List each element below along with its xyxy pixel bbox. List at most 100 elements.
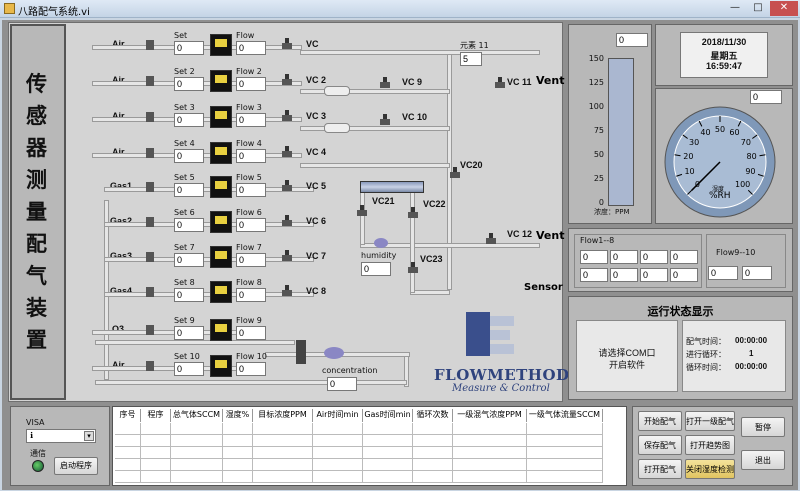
table-cell[interactable] [527, 459, 603, 471]
table-cell[interactable] [115, 423, 141, 435]
setpoint-input[interactable]: 0 [174, 326, 204, 340]
dropdown-arrow-icon[interactable]: ▾ [84, 431, 94, 441]
manual-valve-icon[interactable] [146, 40, 154, 50]
table-cell[interactable] [171, 459, 223, 471]
table-cell[interactable] [363, 435, 413, 447]
table-cell[interactable] [313, 435, 363, 447]
table-cell[interactable] [171, 435, 223, 447]
table-cell[interactable] [171, 471, 223, 483]
table-cell[interactable] [313, 459, 363, 471]
table-cell[interactable] [223, 471, 253, 483]
solenoid-valve-icon[interactable] [282, 183, 292, 191]
vc9-valve-icon[interactable] [380, 80, 390, 88]
table-cell[interactable] [223, 435, 253, 447]
start-program-button[interactable]: 启动程序 [54, 457, 98, 475]
solenoid-valve-icon[interactable] [282, 218, 292, 226]
setpoint-input[interactable]: 0 [174, 218, 204, 232]
table-cell[interactable] [141, 423, 171, 435]
manual-valve-icon[interactable] [146, 112, 154, 122]
table-cell[interactable] [453, 423, 527, 435]
table-cell[interactable] [115, 447, 141, 459]
vc11-valve-icon[interactable] [495, 80, 505, 88]
manual-valve-icon[interactable] [146, 252, 154, 262]
table-cell[interactable] [413, 459, 453, 471]
minimize-button[interactable]: — [724, 1, 746, 16]
setpoint-input[interactable]: 0 [174, 288, 204, 302]
setpoint-input[interactable]: 0 [174, 113, 204, 127]
solenoid-valve-icon[interactable] [282, 41, 292, 49]
table-cell[interactable] [313, 471, 363, 483]
manual-valve-icon[interactable] [146, 76, 154, 86]
table-cell[interactable] [223, 459, 253, 471]
flow-value: 0 [236, 113, 266, 127]
table-cell[interactable] [363, 471, 413, 483]
setpoint-input[interactable]: 0 [174, 362, 204, 376]
table-cell[interactable] [363, 459, 413, 471]
maximize-button[interactable]: □ [747, 1, 769, 16]
table-cell[interactable] [253, 423, 313, 435]
setpoint-input[interactable]: 0 [174, 253, 204, 267]
table-cell[interactable] [313, 423, 363, 435]
table-cell[interactable] [223, 423, 253, 435]
table-cell[interactable] [223, 447, 253, 459]
manual-valve-icon[interactable] [146, 182, 154, 192]
table-cell[interactable] [141, 435, 171, 447]
vc20-valve-icon[interactable] [450, 170, 460, 178]
table-cell[interactable] [527, 447, 603, 459]
table-cell[interactable] [253, 447, 313, 459]
vc22-valve-icon[interactable] [408, 210, 418, 218]
close-button[interactable]: ✕ [770, 1, 798, 16]
table-cell[interactable] [527, 435, 603, 447]
table-cell[interactable] [253, 435, 313, 447]
vc21-valve-icon[interactable] [357, 208, 367, 216]
table-cell[interactable] [363, 447, 413, 459]
table-cell[interactable] [527, 423, 603, 435]
setpoint-input[interactable]: 0 [174, 183, 204, 197]
solenoid-valve-icon[interactable] [282, 77, 292, 85]
manual-valve-icon[interactable] [146, 361, 154, 371]
pause-button[interactable]: 暂停 [741, 417, 785, 437]
table-cell[interactable] [141, 447, 171, 459]
table-cell[interactable] [413, 471, 453, 483]
table-cell[interactable] [453, 459, 527, 471]
manual-valve-icon[interactable] [146, 325, 154, 335]
table-cell[interactable] [527, 471, 603, 483]
solenoid-valve-icon[interactable] [282, 288, 292, 296]
exit-button[interactable]: 退出 [741, 450, 785, 470]
table-cell[interactable] [413, 447, 453, 459]
vc23-valve-icon[interactable] [408, 265, 418, 273]
table-cell[interactable] [171, 447, 223, 459]
table-cell[interactable] [313, 447, 363, 459]
save-mix-button[interactable]: 保存配气 [638, 435, 682, 455]
manual-valve-icon[interactable] [146, 217, 154, 227]
table-cell[interactable] [453, 447, 527, 459]
table-cell[interactable] [115, 471, 141, 483]
table-cell[interactable] [253, 471, 313, 483]
vc12-valve-icon[interactable] [486, 236, 496, 244]
setpoint-input[interactable]: 0 [174, 77, 204, 91]
open-mix-button[interactable]: 打开配气 [638, 459, 682, 479]
setpoint-input[interactable]: 0 [174, 41, 204, 55]
start-mix-button[interactable]: 开始配气 [638, 411, 682, 431]
table-cell[interactable] [171, 423, 223, 435]
table-cell[interactable] [413, 435, 453, 447]
solenoid-valve-icon[interactable] [282, 253, 292, 261]
table-cell[interactable] [453, 471, 527, 483]
table-cell[interactable] [141, 471, 171, 483]
vc10-valve-icon[interactable] [380, 117, 390, 125]
setpoint-input[interactable]: 0 [174, 149, 204, 163]
manual-valve-icon[interactable] [146, 148, 154, 158]
table-cell[interactable] [141, 459, 171, 471]
table-cell[interactable] [453, 435, 527, 447]
open-trend-button[interactable]: 打开趋势图 [685, 435, 735, 455]
solenoid-valve-icon[interactable] [282, 113, 292, 121]
table-cell[interactable] [115, 459, 141, 471]
table-cell[interactable] [253, 459, 313, 471]
table-cell[interactable] [363, 423, 413, 435]
table-cell[interactable] [115, 435, 141, 447]
manual-valve-icon[interactable] [146, 287, 154, 297]
table-cell[interactable] [413, 423, 453, 435]
close-humidity-button[interactable]: 关闭湿度检测 [685, 459, 735, 479]
open-level1-button[interactable]: 打开一级配气 [685, 411, 735, 431]
solenoid-valve-icon[interactable] [282, 149, 292, 157]
